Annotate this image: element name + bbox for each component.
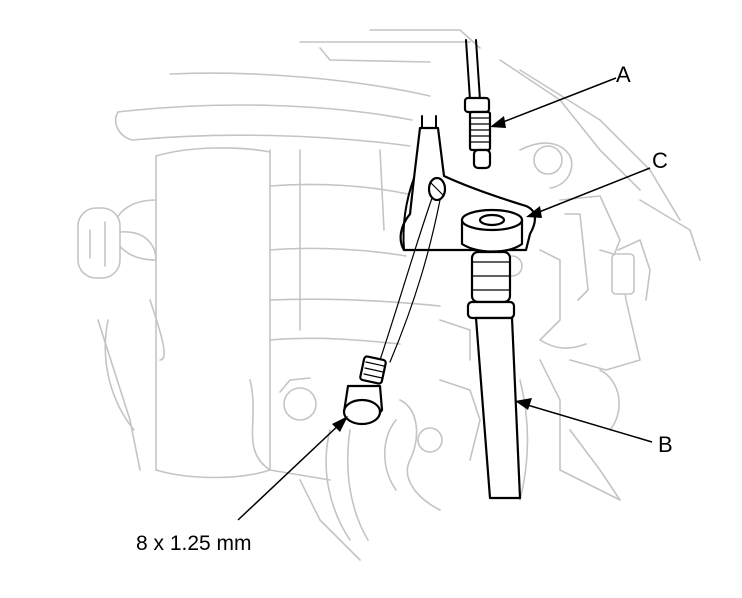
callout-b-label: B bbox=[658, 432, 673, 457]
brake-line-pipe bbox=[465, 39, 481, 101]
callout-a-leader bbox=[490, 77, 617, 128]
flexible-brake-hose bbox=[466, 250, 522, 500]
hose-fitting-hex bbox=[460, 208, 524, 253]
flare-nut-fitting bbox=[463, 96, 492, 170]
callout-c-leader bbox=[526, 167, 651, 218]
bolt-spec-leader bbox=[237, 416, 348, 521]
background-suspension-outline bbox=[77, 29, 701, 561]
callout-a-label: A bbox=[616, 62, 631, 87]
bolt-spec-label: 8 x 1.25 mm bbox=[136, 532, 252, 555]
bracket-mounting-bolt bbox=[342, 197, 441, 426]
callout-b-leader bbox=[515, 398, 653, 443]
callout-c-label: C bbox=[652, 148, 668, 173]
